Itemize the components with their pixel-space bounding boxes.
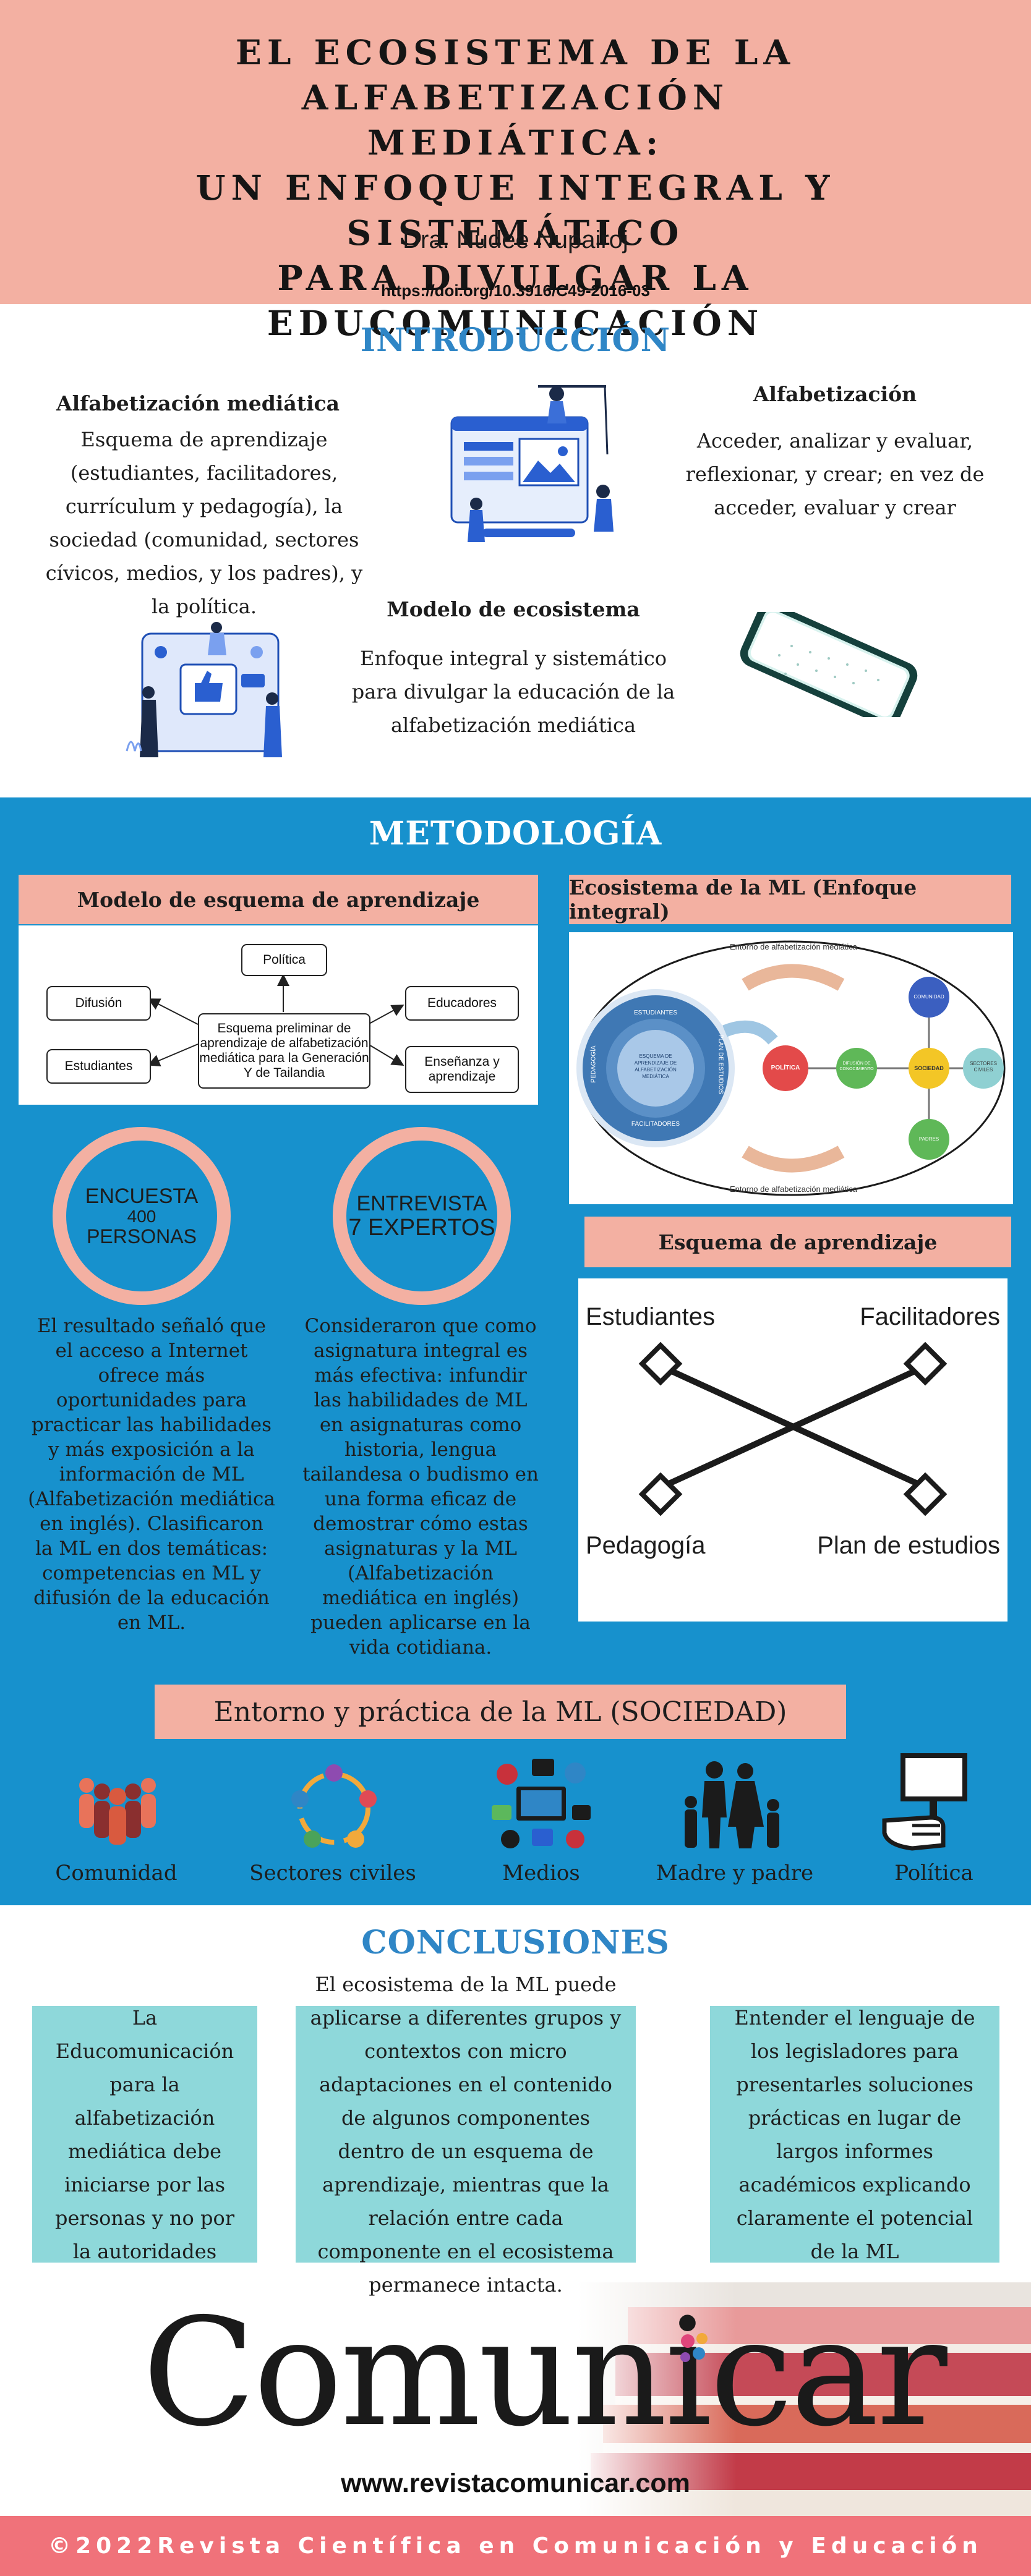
interview-label: ENTREVISTA [356, 1192, 487, 1215]
learning-scheme-box: Estudiantes Facilitadores Pedagogía Plan… [578, 1278, 1007, 1622]
conclusions-title: CONCLUSIONES [361, 1924, 670, 1962]
ring-label-estudiantes: ESTUDIANTES [633, 1010, 677, 1016]
ml-ecosystem-diagram: Entorno de alfabetización mediática Ento… [569, 932, 1013, 1204]
media-devices-icon [492, 1759, 591, 1848]
smartphone-illustration [740, 612, 918, 717]
survey-text: El resultado señaló que el acceso a Inte… [28, 1315, 275, 1634]
node-center: Esquema preliminar de aprendizaje de alf… [198, 1013, 370, 1089]
ecosystem-bottom-caption: Entorno de alfabetización mediática [730, 1184, 857, 1194]
learning-model-heading: Modelo de esquema de aprendizaje [19, 875, 538, 924]
society-label-medios: Medios [502, 1861, 580, 1885]
header-banner [0, 0, 1031, 304]
interview-ring: ENTREVISTA 7 EXPERTOS [333, 1127, 511, 1305]
learning-scheme-cross [638, 1341, 948, 1516]
title-line-2: MEDIÁTICA: [367, 122, 664, 163]
media-literacy-body: Esquema de aprendizaje (estudiantes, fac… [45, 428, 363, 618]
scheme-label-pedagogia: Pedagogía [586, 1532, 706, 1559]
circle-network-icon [291, 1764, 377, 1848]
interview-text: Consideraron que como asignatura integra… [302, 1315, 539, 1659]
node-politica-eco: POLÍTICA [771, 1065, 800, 1071]
survey-count: 400 [127, 1207, 156, 1226]
people-group-icon [79, 1778, 156, 1845]
ring-label-pedagogia: PEDAGOGÍA [590, 1045, 597, 1083]
copyright-bar: ©2022Revista Científica en Comunicación … [0, 2516, 1031, 2576]
website-builder-illustration [450, 385, 614, 542]
logo-dots-icon [680, 2333, 708, 2362]
society-label-padres: Madre y padre [656, 1861, 814, 1885]
ecosystem-model-body: Enfoque integral y sistemático para divu… [351, 647, 675, 737]
conclusion-box-2: El ecosistema de la ML puede aplicarse a… [296, 1973, 636, 2297]
learning-scheme-heading: Esquema de aprendizaje [584, 1217, 1011, 1267]
node-difusion-eco: DIFUSIÓN DE CONOCIMIENTO [839, 1061, 874, 1071]
website-link[interactable]: www.revistacomunicar.com [341, 2468, 690, 2498]
society-label-comunidad: Comunidad [55, 1861, 178, 1885]
ring-label-plan: PLAN DE ESTUDIOS [717, 1034, 724, 1094]
author: Dra. Nudee Nupairoj [403, 226, 628, 253]
society-label-sectores: Sectores civiles [249, 1861, 416, 1885]
ecosystem-model-heading: Modelo de ecosistema [387, 597, 640, 621]
node-sectores-eco: SECTORES CIVILES [970, 1061, 997, 1073]
social-media-illustration [126, 622, 282, 757]
title-line-1: EL ECOSISTEMA DE LA ALFABETIZACIÓN [235, 32, 796, 117]
node-educadores: Educadores [405, 986, 519, 1021]
survey-unit: PERSONAS [87, 1225, 197, 1248]
learning-model-arrows [147, 974, 404, 1066]
ring-center-label: ESQUEMA DE APRENDIZAJE DE ALFABETIZACIÓN… [634, 1053, 677, 1079]
survey-ring: ENCUESTA 400 PERSONAS [53, 1127, 231, 1305]
node-sociedad-eco: SOCIEDAD [914, 1065, 944, 1071]
intro-title: INTRODUCCIÓN [360, 321, 671, 359]
literacy-body: Acceder, analizar y evaluar, reflexionar… [685, 429, 985, 519]
media-literacy-heading: Alfabetización mediática [56, 391, 340, 415]
family-icon [685, 1761, 779, 1848]
page-title: EL ECOSISTEMA DE LA ALFABETIZACIÓN MEDIÁ… [25, 30, 1006, 346]
protest-sign-icon [882, 1753, 967, 1851]
comunicar-logo: Comunicar [142, 2286, 948, 2459]
books-photo [578, 2282, 1031, 2516]
doi-link[interactable]: https://doi.org/10.3916/C49-2016-03 [381, 281, 650, 300]
node-difusion: Difusión [46, 986, 151, 1021]
node-estudiantes: Estudiantes [46, 1049, 151, 1084]
ring-label-facilitadores: FACILITADORES [631, 1121, 680, 1128]
ml-ecosystem-graphic [576, 940, 1006, 1196]
interview-count: 7 EXPERTOS [348, 1215, 495, 1241]
survey-label: ENCUESTA [85, 1184, 199, 1208]
conclusion-box-1: La Educomunicación para la alfabetizació… [32, 2006, 257, 2263]
node-ensenanza: Enseñanza y aprendizaje [405, 1046, 519, 1093]
conclusion-box-3: Entender el lenguaje de los legisladores… [710, 2006, 999, 2263]
ecosystem-top-caption: Entorno de alfabetización mediática [730, 942, 857, 951]
node-comunidad-eco: COMUNIDAD [913, 994, 944, 1000]
scheme-label-plan: Plan de estudios [817, 1532, 1000, 1559]
learning-model-diagram: Política Esquema preliminar de aprendiza… [19, 925, 538, 1105]
literacy-heading: Alfabetización [753, 382, 917, 406]
title-line-4: PARA DIVULGAR LA EDUCOMUNICACIÓN [267, 258, 764, 343]
ml-ecosystem-heading: Ecosistema de la ML (Enfoque integral) [569, 875, 1011, 924]
node-politica: Política [241, 944, 327, 976]
society-heading: Entorno y práctica de la ML (SOCIEDAD) [155, 1685, 846, 1739]
methodology-title: METODOLOGÍA [369, 815, 662, 852]
scheme-label-estudiantes: Estudiantes [586, 1303, 716, 1330]
title-line-3: UN ENFOQUE INTEGRAL Y SISTEMÁTICO [195, 168, 836, 253]
society-label-politica: Política [894, 1861, 973, 1885]
scheme-label-facilitadores: Facilitadores [860, 1303, 1000, 1330]
node-padres-eco: PADRES [918, 1136, 939, 1142]
